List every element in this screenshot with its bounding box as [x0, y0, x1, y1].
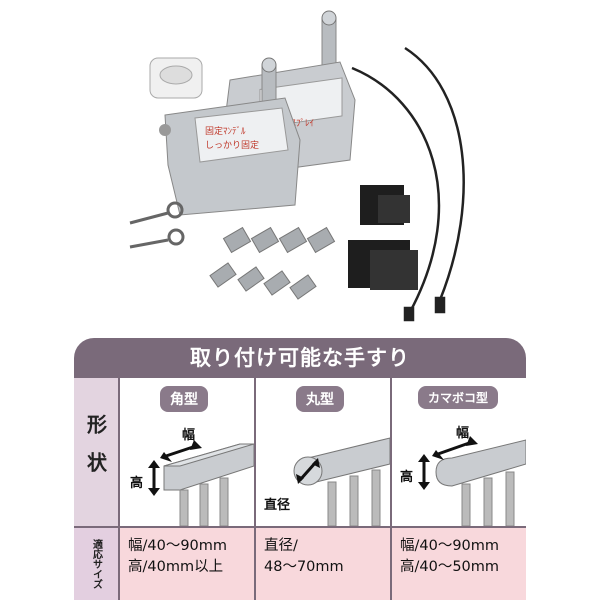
square-rail-illustration — [148, 440, 254, 526]
height-label: 高 — [130, 476, 144, 491]
cable-ties-illustration — [351, 46, 465, 322]
shape-badge-round: 丸型 — [296, 386, 344, 412]
size-line: 直径/ — [264, 538, 298, 554]
size-cell-square: 幅/40〜90mm 高/40mm以上 — [120, 528, 254, 600]
compatible-handrail-table: 取り付け可能な手すり 形状 適応サイズ 角型 幅 高 丸型 — [74, 338, 526, 600]
size-line: 48〜70mm — [264, 559, 344, 575]
kamaboko-rail-illustration — [418, 436, 526, 526]
size-line: 高/40mm以上 — [128, 559, 224, 575]
shape-badge-square: 角型 — [160, 386, 208, 412]
shape-cell-kamaboko: カマボコ型 幅 高 — [392, 378, 526, 526]
size-line: 高/40〜50mm — [400, 559, 500, 575]
size-line: 幅/40〜90mm — [400, 538, 500, 554]
shape-badge-kamaboko: カマボコ型 — [418, 386, 499, 409]
cap-illustration — [149, 57, 203, 99]
size-cell-round: 直径/ 48〜70mm — [256, 528, 390, 600]
table-title: 取り付け可能な手すり — [190, 346, 410, 370]
round-rail-illustration — [293, 437, 390, 526]
svg-text:ﾃﾞｨｽﾌﾟﾚｲ: ﾃﾞｨｽﾌﾟﾚｲ — [278, 118, 314, 129]
shape-cell-round: 丸型 直径 — [256, 378, 390, 526]
width-label: 幅 — [182, 428, 196, 443]
product-photo: ﾃﾞｨｽﾌﾟﾚｲ 固定ﾏﾝﾃﾞﾙ しっかり固定 — [129, 10, 465, 322]
row-header-shape: 形状 — [74, 378, 118, 526]
size-line: 幅/40〜90mm — [128, 538, 228, 554]
velcro-pads-illustration — [348, 185, 418, 290]
size-cell-kamaboko: 幅/40〜90mm 高/40〜50mm — [392, 528, 526, 600]
shape-cell-square: 角型 幅 高 — [120, 378, 254, 526]
width-label: 幅 — [456, 426, 470, 441]
clamp-front-illustration: 固定ﾏﾝﾃﾞﾙ しっかり固定 — [159, 57, 301, 216]
row-header-size: 適応サイズ — [74, 528, 118, 600]
height-label: 高 — [400, 470, 414, 485]
diameter-label: 直径 — [264, 498, 291, 513]
clip-parts-illustration — [209, 226, 336, 300]
hook-parts-illustration — [129, 201, 185, 249]
svg-text:固定ﾏﾝﾃﾞﾙ: 固定ﾏﾝﾃﾞﾙ — [205, 125, 246, 137]
svg-text:しっかり固定: しっかり固定 — [205, 139, 259, 151]
